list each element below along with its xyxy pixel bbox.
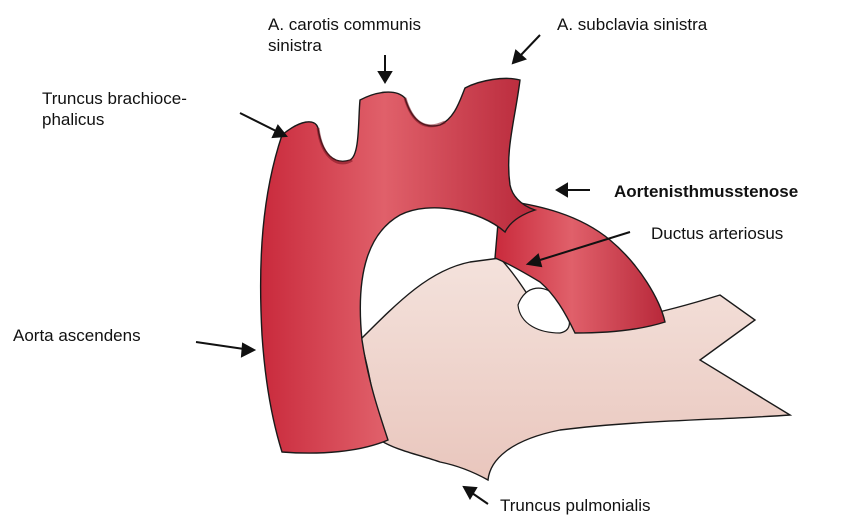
pulmonalis-label: Truncus pulmonialis (500, 495, 651, 516)
pulmonalis-label-text: Truncus pulmonialis (500, 496, 651, 515)
aorta-ascendens-label-text: Aorta ascendens (13, 326, 141, 345)
ductus-label: Ductus arteriosus (651, 223, 783, 244)
carotis-arrow (379, 55, 391, 82)
brachiocephalicus-label-line1: Truncus brachioce- (42, 88, 187, 109)
brachiocephalicus-label-line2: phalicus (42, 109, 187, 130)
pulmonalis-arrow (464, 487, 488, 504)
isthmusstenose-label-text: Aortenisthmusstenose (614, 182, 798, 201)
isthmusstenose-label: Aortenisthmusstenose (614, 181, 798, 202)
carotis-label: A. carotis communis sinistra (268, 14, 421, 56)
carotis-label-line2: sinistra (268, 35, 421, 56)
brachiocephalicus-arrow (240, 113, 286, 137)
carotis-label-line1: A. carotis communis (268, 14, 421, 35)
aorta-ascendens-arrow (196, 342, 254, 356)
subclavia-arrow (513, 35, 540, 63)
subclavia-label-text: A. subclavia sinistra (557, 15, 707, 34)
subclavia-label: A. subclavia sinistra (557, 14, 707, 35)
ductus-label-text: Ductus arteriosus (651, 224, 783, 243)
isthmusstenose-arrow (557, 184, 590, 196)
aorta-ascendens-label: Aorta ascendens (13, 325, 141, 346)
brachiocephalicus-label: Truncus brachioce- phalicus (42, 88, 187, 130)
